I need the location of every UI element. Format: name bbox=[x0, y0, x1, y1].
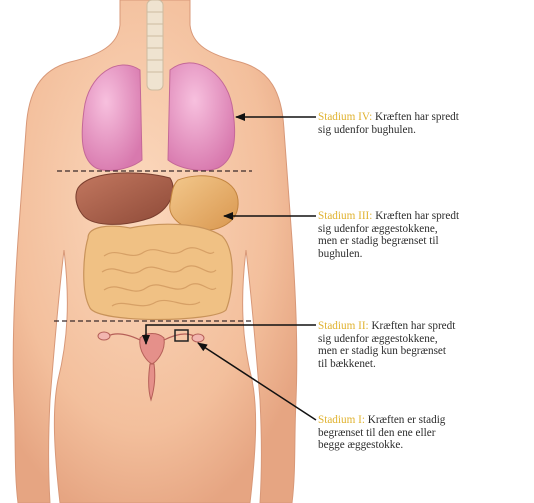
stage-iv-name: Stadium IV: bbox=[318, 111, 372, 123]
stage-iv-line-2: sig udenfor bughulen. bbox=[318, 124, 416, 136]
stage-ii-name: Stadium II: bbox=[318, 320, 369, 332]
stage-i-label: Stadium I: Kræften er stadig begrænset t… bbox=[318, 414, 445, 452]
stage-ii-line-3: men er stadig kun begrænset bbox=[318, 345, 446, 357]
stage-iv-label: Stadium IV: Kræften har spredt sig udenf… bbox=[318, 111, 459, 136]
stage-ii-line-4: til bækkenet. bbox=[318, 358, 376, 370]
stage-i-line-3: begge æggestokke. bbox=[318, 439, 403, 451]
stage-iii-label: Stadium III: Kræften har spredt sig uden… bbox=[318, 210, 459, 260]
stage-iii-name: Stadium III: bbox=[318, 210, 372, 222]
right-ovary bbox=[192, 334, 204, 342]
stage-ii-label: Stadium II: Kræften har spredt sig udenf… bbox=[318, 320, 455, 370]
stage-i-name: Stadium I: bbox=[318, 414, 365, 426]
stage-i-line-1: Kræften er stadig bbox=[368, 414, 446, 426]
stomach bbox=[170, 176, 238, 231]
stage-iv-line-1: Kræften har spredt bbox=[375, 111, 459, 123]
stage-ii-line-1: Kræften har spredt bbox=[371, 320, 455, 332]
stage-iii-line-1: Kræften har spredt bbox=[375, 210, 459, 222]
stage-iii-line-2: sig udenfor æggestokkene, bbox=[318, 223, 438, 235]
stage-iii-line-3: men er stadig begrænset til bbox=[318, 235, 439, 247]
trachea bbox=[147, 0, 163, 90]
intestines bbox=[84, 224, 233, 319]
stage-iii-line-4: bughulen. bbox=[318, 248, 362, 260]
stage-i-line-2: begrænset til den ene eller bbox=[318, 427, 435, 439]
stage-ii-line-2: sig udenfor æggestokkene, bbox=[318, 333, 438, 345]
left-ovary bbox=[98, 332, 110, 340]
